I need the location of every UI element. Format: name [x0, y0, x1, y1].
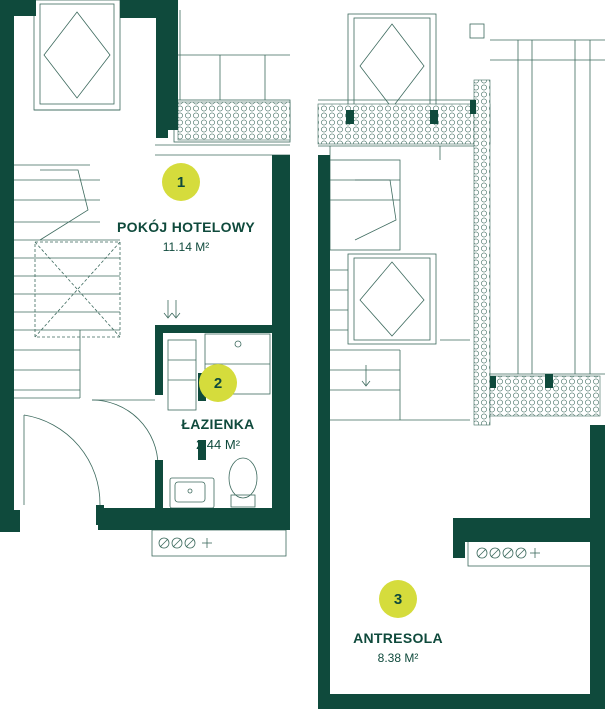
room-1-badge: 1: [162, 163, 200, 201]
room-2-area: 2.44 M²: [195, 437, 241, 452]
room-3-badge: 3: [379, 580, 417, 618]
facade-insulation-top: [317, 103, 491, 145]
room-1-number: 1: [176, 173, 186, 191]
room-2-name: ŁAZIENKA: [181, 416, 255, 432]
room-3-name: ANTRESOLA: [353, 630, 443, 646]
right-unit-thin-lines: [318, 13, 605, 567]
right-unit-walls: [318, 100, 605, 709]
room-1-name: POKÓJ HOTELOWY: [117, 219, 255, 235]
room-3-number: 3: [393, 590, 403, 608]
facade-insulation-vertical: [473, 79, 491, 426]
left-unit-thin-lines: [14, 0, 291, 557]
room-3-area: 8.38 M²: [377, 651, 419, 665]
room-2-badge: 2: [199, 364, 237, 402]
left-unit-walls: [0, 0, 290, 532]
room-1-area: 11.14 M²: [162, 240, 210, 254]
facade-insulation-left: [177, 101, 291, 141]
room-2-number: 2: [213, 374, 223, 392]
